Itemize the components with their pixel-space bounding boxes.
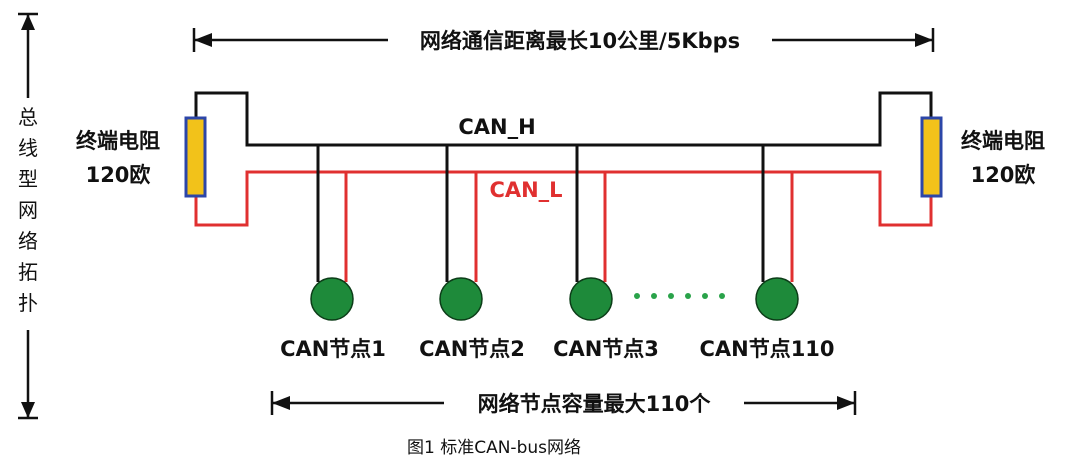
can-l-label: CAN_L (489, 178, 562, 202)
node-label-110: CAN节点110 (699, 337, 834, 361)
can-nodes (310, 277, 799, 321)
node-2-icon (439, 277, 483, 321)
vertical-topology-label: 总线型网络拓扑 (18, 105, 38, 315)
distance-label-bg (388, 26, 772, 54)
terminator-left-line1: 终端电阻 (76, 129, 160, 153)
capacity-label-bg (444, 389, 744, 417)
ellipsis-dots-icon (634, 293, 725, 299)
node-1-icon (310, 277, 354, 321)
vertical-label-bg (10, 98, 46, 330)
terminator-right-line2: 120欧 (971, 163, 1036, 187)
capacity-label: 网络节点容量最大110个 (478, 392, 712, 416)
can-h-bus (194, 91, 933, 147)
node-label-2: CAN节点2 (419, 337, 525, 361)
figure-caption: 图1 标准CAN-bus网络 (407, 438, 581, 458)
node-label-1: CAN节点1 (280, 337, 386, 361)
distance-label: 网络通信距离最长10公里/5Kbps (420, 29, 740, 53)
node-3-icon (569, 277, 613, 321)
node-label-3: CAN节点3 (553, 337, 659, 361)
node-drops (316, 145, 794, 282)
can-h-label: CAN_H (458, 115, 535, 139)
terminator-right-line1: 终端电阻 (961, 129, 1045, 153)
node-110-icon (755, 277, 799, 321)
terminator-left-resistor-icon (184, 116, 207, 198)
can-l-bus (194, 170, 933, 227)
terminator-left-line2: 120欧 (86, 163, 151, 187)
terminator-right-resistor-icon (920, 116, 943, 198)
